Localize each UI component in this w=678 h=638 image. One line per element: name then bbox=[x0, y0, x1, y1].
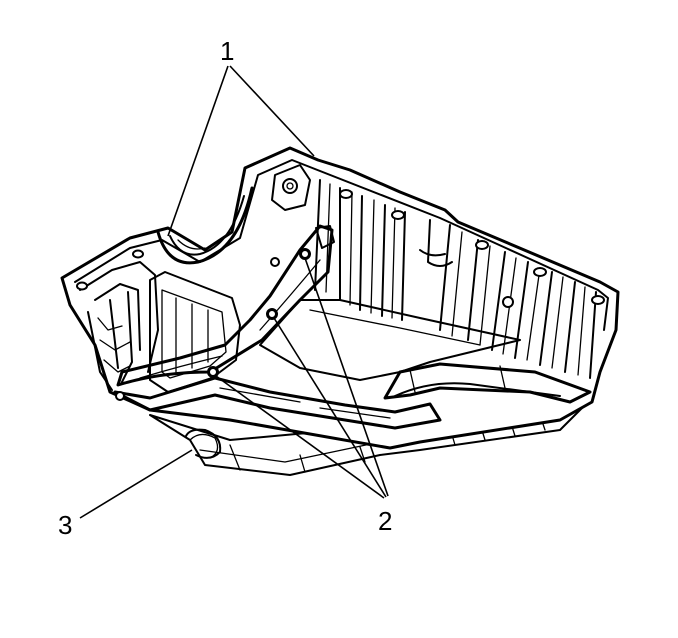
rear-seal-arc bbox=[156, 186, 254, 265]
rim-bolt-holes bbox=[76, 178, 605, 308]
leader-3 bbox=[79, 449, 193, 519]
lower-rail bbox=[113, 376, 442, 430]
leader-lines bbox=[79, 65, 389, 519]
leader-2c bbox=[215, 375, 385, 499]
drain-plug-boss bbox=[185, 428, 222, 459]
callout-1: 1 bbox=[220, 36, 234, 66]
pan-rim bbox=[74, 159, 609, 331]
leader-1b bbox=[229, 65, 315, 157]
oil-pan-illustration bbox=[60, 146, 620, 476]
leader-2a bbox=[304, 257, 389, 497]
floor-pan bbox=[259, 299, 521, 381]
callout-3: 3 bbox=[58, 510, 72, 540]
sump-rim bbox=[383, 362, 592, 404]
left-wall-ribs bbox=[79, 261, 159, 391]
transmission-bolt-holes bbox=[115, 248, 311, 401]
callout-labels: 1 2 3 bbox=[58, 36, 392, 540]
leader-2b bbox=[273, 317, 387, 498]
leader-1a bbox=[167, 65, 229, 237]
callout-2: 2 bbox=[378, 506, 392, 536]
